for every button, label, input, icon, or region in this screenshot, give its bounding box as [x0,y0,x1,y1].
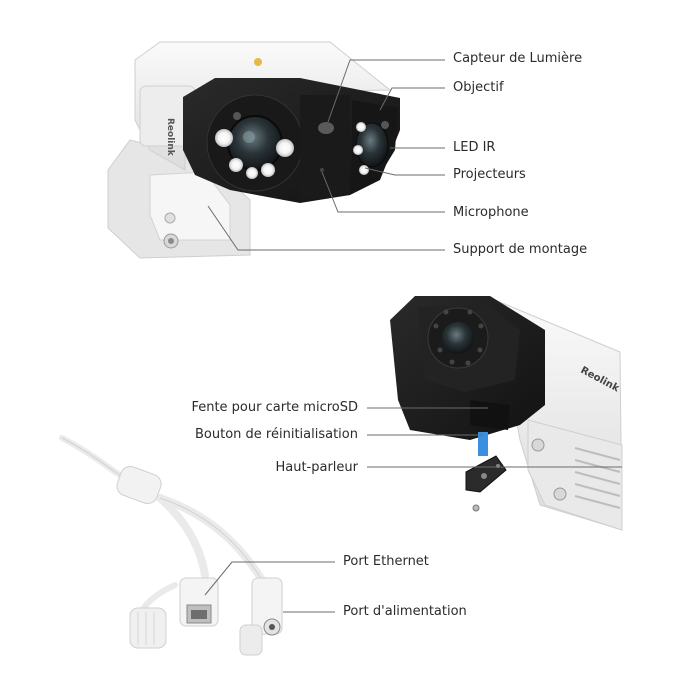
label-light-sensor: Capteur de Lumière [453,51,583,66]
light-sensor-dot [318,122,334,134]
spotlight-led [229,158,243,172]
microsd-card [478,432,488,456]
camera-housing: Reolink [134,41,392,171]
status-light [254,58,262,66]
ir-led [233,112,241,120]
top-camera: Reolink [107,41,400,259]
lens-right [355,122,389,168]
microsd-slot [470,400,510,430]
spotlight-led [261,163,275,177]
ethernet-connector [179,577,219,627]
label-speaker: Haut-parleur [275,460,358,475]
bottom-mount [527,419,623,531]
speaker-cover [465,455,507,512]
label-spotlights: Projecteurs [453,167,526,182]
spotlight-led [215,129,233,147]
label-ethernet-port: Port Ethernet [343,554,429,569]
label-reset-button: Bouton de réinitialisation [195,427,358,442]
cable-assembly [59,435,283,656]
leader-lines-cables [204,561,335,613]
spotlight-led [246,167,258,179]
label-microphone: Microphone [453,205,529,220]
mic-hole [320,168,324,172]
leader-lines-bottom [367,407,622,468]
label-ir-led: LED IR [453,140,496,155]
power-connector [239,577,283,656]
cable-splitter [116,466,162,504]
spotlight-led [276,139,294,157]
ethernet-cap [129,607,167,649]
leader-lines-top [207,59,445,251]
brand-wordmark-top: Reolink [165,118,175,157]
bottom-camera: Reolink [390,296,623,531]
label-lens: Objectif [453,80,504,95]
label-microsd-slot: Fente pour carte microSD [191,400,358,415]
camera-face [183,78,400,203]
bottom-lens [442,322,474,354]
label-mount: Support de montage [453,242,588,257]
label-power-port: Port d'alimentation [343,604,467,619]
